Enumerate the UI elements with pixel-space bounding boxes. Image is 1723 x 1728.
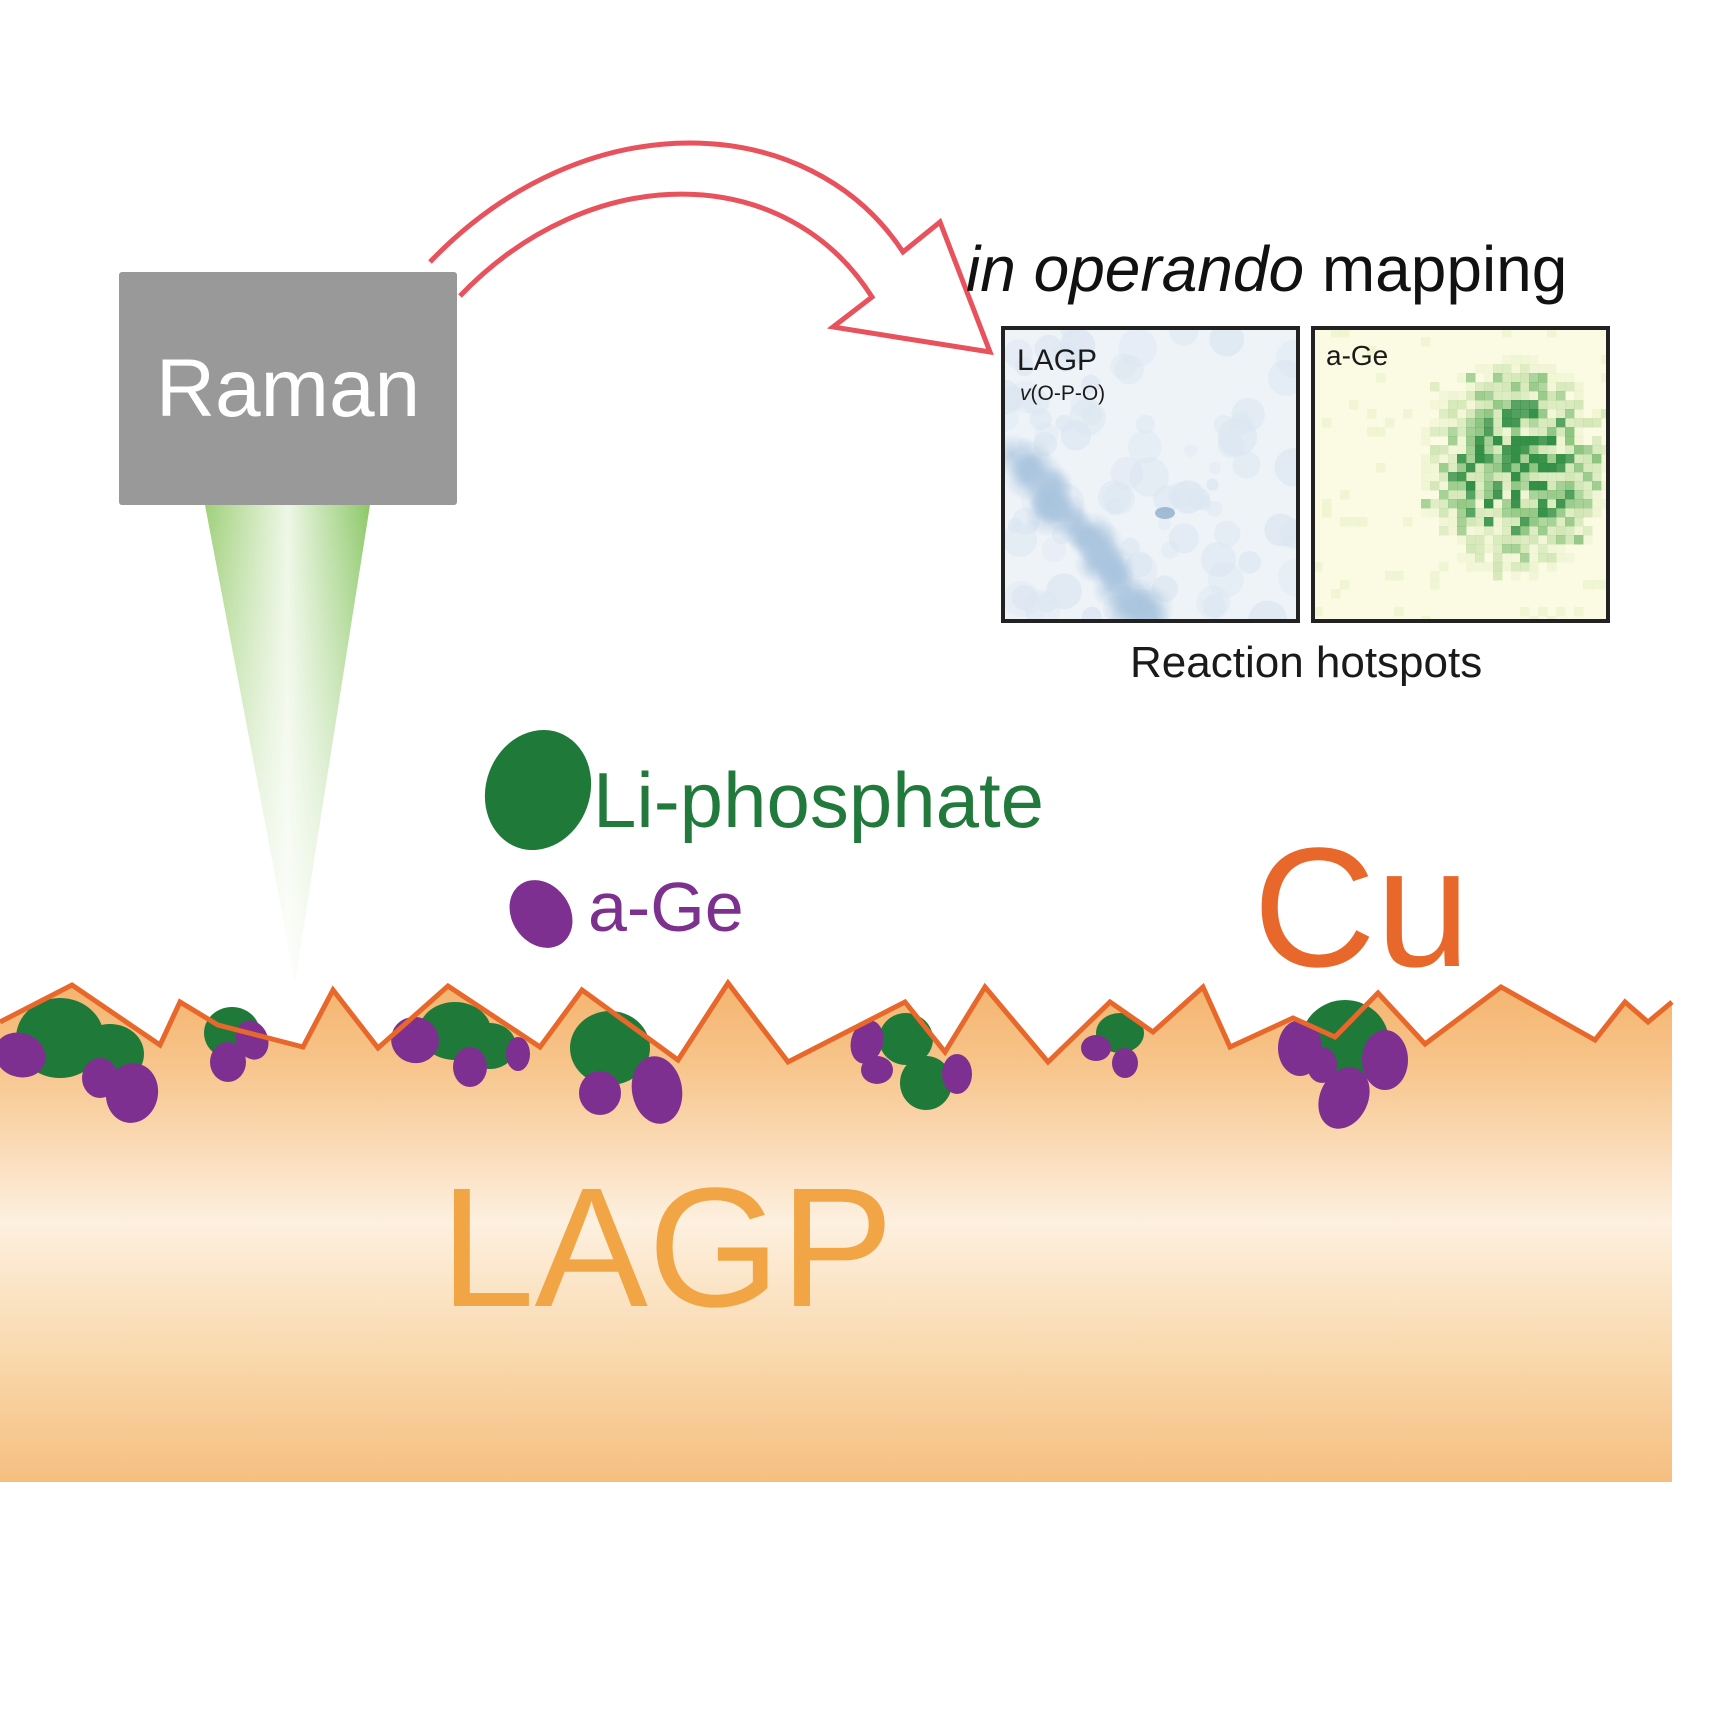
a-ge-particle bbox=[1318, 1067, 1370, 1129]
map-lagp-label: LAGP bbox=[1017, 344, 1098, 377]
a-ge-particle bbox=[1307, 1047, 1337, 1083]
li-phosphate-particle bbox=[570, 1011, 650, 1085]
li-phosphate-legend-marker bbox=[484, 729, 592, 851]
a-ge-particle bbox=[1081, 1035, 1111, 1061]
a-ge-particle bbox=[1362, 1030, 1408, 1090]
mapping-title: in operando mapping bbox=[966, 232, 1567, 306]
map-panel-lagp bbox=[1001, 326, 1300, 623]
map-age-label: a-Ge bbox=[1326, 340, 1389, 371]
lagp-label: LAGP bbox=[440, 1153, 894, 1343]
a-ge-particle bbox=[850, 1020, 884, 1064]
li-phosphate-particle bbox=[900, 1056, 952, 1110]
curved-arrow bbox=[428, 140, 994, 356]
a-ge-particle bbox=[942, 1054, 972, 1094]
laser-beam bbox=[205, 505, 370, 980]
a-ge-particle bbox=[210, 1042, 246, 1082]
a-ge-legend-marker bbox=[509, 880, 573, 948]
lagp-substrate bbox=[0, 983, 1672, 1482]
raman-label: Raman bbox=[155, 342, 421, 434]
li-phosphate-legend-label: Li-phosphate bbox=[593, 756, 1045, 844]
raman-instrument-box: Raman bbox=[119, 272, 457, 505]
mapping-title-rest: mapping bbox=[1304, 233, 1568, 305]
a-ge-particle bbox=[453, 1047, 487, 1087]
cu-interface-line bbox=[0, 978, 1674, 1066]
a-ge-particle bbox=[105, 1063, 159, 1123]
a-ge-particle bbox=[506, 1037, 530, 1071]
a-ge-particle bbox=[861, 1056, 893, 1084]
a-ge-particle bbox=[631, 1056, 683, 1124]
li-phosphate-particle bbox=[879, 1013, 933, 1065]
a-ge-particle bbox=[0, 1032, 46, 1078]
map-lagp-sublabel-text: (O-P-O) bbox=[1030, 382, 1106, 405]
a-ge-particle bbox=[579, 1071, 621, 1115]
map-panel-age bbox=[1311, 326, 1610, 623]
a-ge-legend-label: a-Ge bbox=[588, 868, 744, 946]
map-lagp-sublabel: v(O-P-O) bbox=[1020, 382, 1105, 406]
map-caption: Reaction hotspots bbox=[1130, 638, 1483, 687]
particle-deposits bbox=[0, 998, 1408, 1129]
mapping-title-italic: in operando bbox=[966, 233, 1305, 305]
map-lagp-sublabel-symbol: v bbox=[1020, 382, 1031, 405]
cu-label: Cu bbox=[1253, 813, 1471, 1003]
a-ge-particle bbox=[1112, 1048, 1138, 1078]
